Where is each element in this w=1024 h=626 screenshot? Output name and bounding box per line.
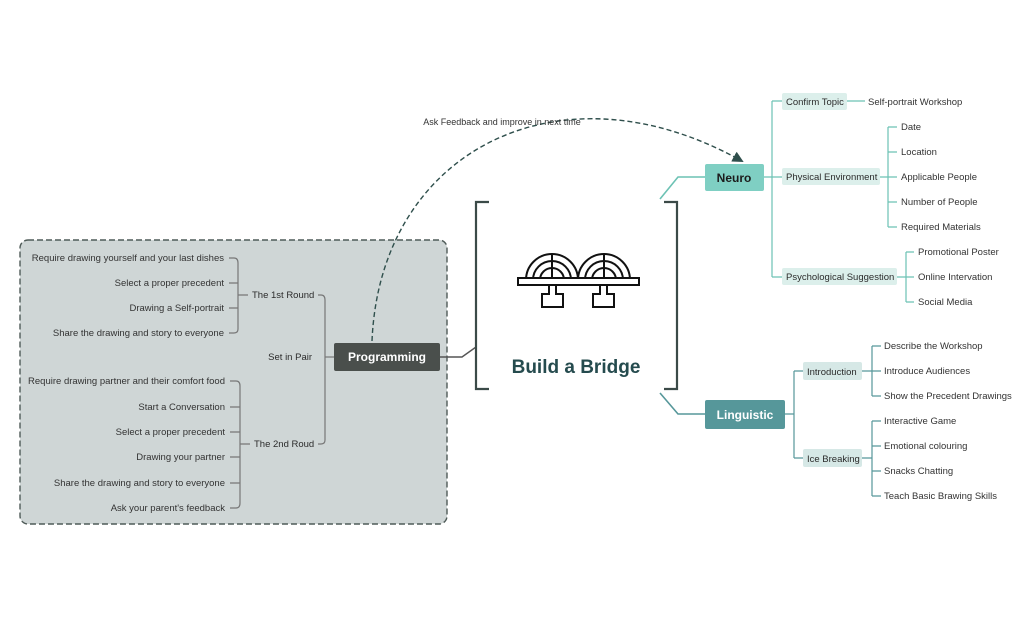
round1-leaf: Share the drawing and story to everyone <box>53 328 224 339</box>
round1-leaf: Drawing a Self-portrait <box>129 303 224 314</box>
programming-node[interactable] <box>334 343 440 371</box>
introduction-child: Introduce Audiences <box>884 366 970 377</box>
psychological-suggestion-node[interactable] <box>782 268 897 285</box>
center-bracket-left <box>474 200 489 391</box>
center-bracket-right <box>664 200 679 391</box>
introduction-label: Introduction <box>807 367 857 378</box>
pair-bracket <box>318 294 326 445</box>
round2-leaf: Select a proper precedent <box>116 427 226 438</box>
neuro-node[interactable] <box>705 164 764 191</box>
round2-leaf: Require drawing partner and their comfor… <box>28 376 225 387</box>
psychological-suggestion-child: Social Media <box>918 297 973 308</box>
confirm-topic-child: Self-portrait Workshop <box>868 97 962 108</box>
linguistic-tree <box>785 370 803 459</box>
psychological-suggestion-child: Online Intervation <box>918 272 992 283</box>
round1-connectors <box>229 282 248 309</box>
round1-leaf: Select a proper precedent <box>115 278 225 289</box>
physical-environment-child: Location <box>901 147 937 158</box>
linguistic-link <box>659 392 705 415</box>
round2-label: The 2nd Roud <box>254 439 314 450</box>
feedback-arrow <box>371 118 744 342</box>
round2-leaf: Drawing your partner <box>136 452 225 463</box>
round2-connectors <box>230 406 250 484</box>
ice-breaking-tree <box>862 420 881 497</box>
ice-breaking-label: Ice Breaking <box>807 454 860 465</box>
physical-environment-tree <box>880 126 897 228</box>
ice-breaking-child: Teach Basic Brawing Skills <box>884 491 997 502</box>
feedback-arrow-label: Ask Feedback and improve in next time <box>423 117 581 127</box>
linguistic-node[interactable] <box>705 400 785 429</box>
introduction-child: Describe the Workshop <box>884 341 983 352</box>
confirm-topic-node[interactable] <box>782 93 847 110</box>
ice-breaking-node[interactable] <box>803 449 862 467</box>
neuro-label: Neuro <box>717 171 752 185</box>
physical-environment-label: Physical Environment <box>786 172 878 183</box>
round2-leaf: Ask your parent's feedback <box>111 503 226 514</box>
physical-environment-child: Date <box>901 122 921 133</box>
programming-panel <box>19 239 448 525</box>
round2-leaf: Start a Conversation <box>138 402 225 413</box>
set-in-pair-label: Set in Pair <box>268 352 312 363</box>
physical-environment-child: Required Materials <box>901 222 981 233</box>
introduction-child: Show the Precedent Drawings <box>884 391 1012 402</box>
physical-environment-child: Number of People <box>901 197 978 208</box>
round1-label: The 1st Round <box>252 290 314 301</box>
round1-bracket <box>229 257 239 334</box>
introduction-tree <box>862 345 881 397</box>
programming-link <box>440 346 477 358</box>
psychological-suggestion-label: Psychological Suggestion <box>786 272 894 283</box>
psychological-suggestion-tree <box>897 251 914 303</box>
neuro-tree <box>764 100 782 278</box>
physical-environment-child: Applicable People <box>901 172 977 183</box>
center-title: Build a Bridge <box>512 357 641 378</box>
bridge-icon <box>517 253 640 308</box>
ice-breaking-child: Emotional colouring <box>884 441 967 452</box>
physical-environment-node[interactable] <box>782 168 880 185</box>
psychological-suggestion-child: Promotional Poster <box>918 247 999 258</box>
introduction-node[interactable] <box>803 362 862 380</box>
linguistic-label: Linguistic <box>717 408 774 422</box>
ice-breaking-child: Interactive Game <box>884 416 956 427</box>
ice-breaking-child: Snacks Chatting <box>884 466 953 477</box>
programming-label: Programming <box>348 350 426 364</box>
round2-leaf: Share the drawing and story to everyone <box>54 478 225 489</box>
neuro-link <box>659 176 705 200</box>
confirm-topic-label: Confirm Topic <box>786 97 844 108</box>
round1-leaf: Require drawing yourself and your last d… <box>32 253 224 264</box>
